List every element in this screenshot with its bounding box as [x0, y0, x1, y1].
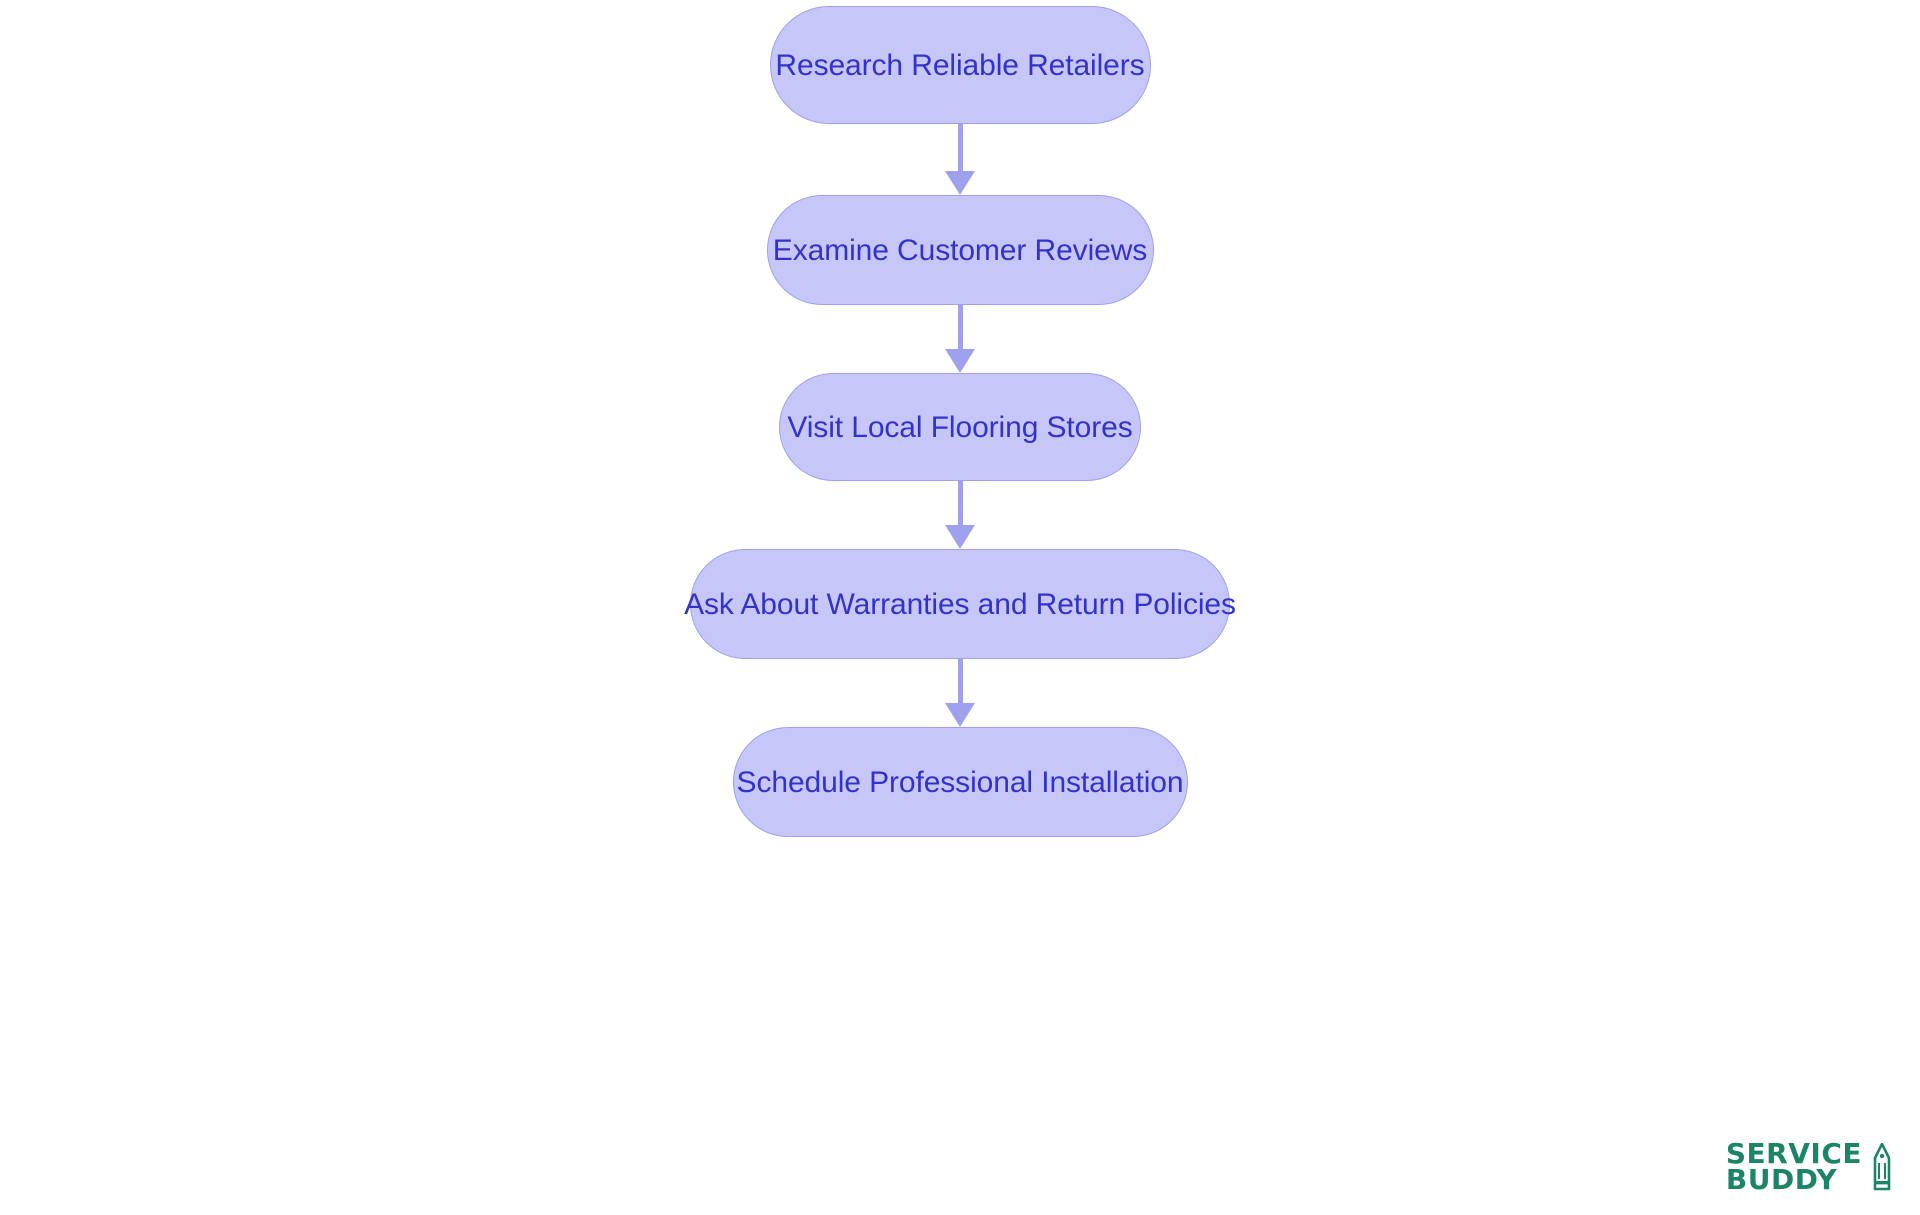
- flow-edge-n4-n5: [940, 659, 980, 727]
- flow-edge-n3-n4: [940, 481, 980, 549]
- flow-node-label: Ask About Warranties and Return Policies: [684, 587, 1236, 621]
- flow-node-examine-customer-reviews[interactable]: Examine Customer Reviews: [766, 195, 1154, 305]
- flow-node-row: Schedule Professional Installation: [0, 727, 1920, 837]
- flow-node-visit-local-flooring-stores[interactable]: Visit Local Flooring Stores: [779, 373, 1141, 481]
- flow-node-row: Visit Local Flooring Stores: [0, 373, 1920, 481]
- arrowhead-down-icon: [945, 703, 975, 727]
- flow-node-label: Schedule Professional Installation: [736, 765, 1184, 799]
- flow-node-row: Examine Customer Reviews: [0, 195, 1920, 305]
- flow-node-label: Examine Customer Reviews: [772, 233, 1148, 267]
- edge-line: [957, 659, 963, 704]
- flow-node-label: Research Reliable Retailers: [775, 48, 1145, 82]
- edge-line: [957, 305, 963, 350]
- brand-wordmark: Service Buddy: [1725, 1136, 1862, 1196]
- arrowhead-down-icon: [945, 171, 975, 195]
- flow-node-schedule-professional-installation[interactable]: Schedule Professional Installation: [732, 727, 1188, 837]
- flowchart-node-column: Research Reliable Retailers Examine Cust…: [0, 6, 1920, 837]
- brand-logo: Service Buddy: [1725, 1136, 1892, 1196]
- arrowhead-down-icon: [945, 349, 975, 373]
- flow-node-ask-about-warranties-and-return-policies[interactable]: Ask About Warranties and Return Policies: [684, 549, 1236, 659]
- flow-edge-n1-n2: [940, 124, 980, 195]
- brand-name-line-1: Service: [1725, 1136, 1862, 1170]
- edge-line: [957, 124, 963, 172]
- flow-edge-n2-n3: [940, 305, 980, 373]
- edge-line: [957, 481, 963, 526]
- flow-node-label: Visit Local Flooring Stores: [787, 410, 1133, 444]
- flow-node-row: Ask About Warranties and Return Policies: [0, 549, 1920, 659]
- arrowhead-down-icon: [945, 525, 975, 549]
- flow-node-research-reliable-retailers[interactable]: Research Reliable Retailers: [769, 6, 1151, 124]
- brand-name-line-2: Buddy: [1725, 1162, 1838, 1196]
- pencil-icon: [1873, 1142, 1891, 1191]
- flow-node-row: Research Reliable Retailers: [0, 6, 1920, 124]
